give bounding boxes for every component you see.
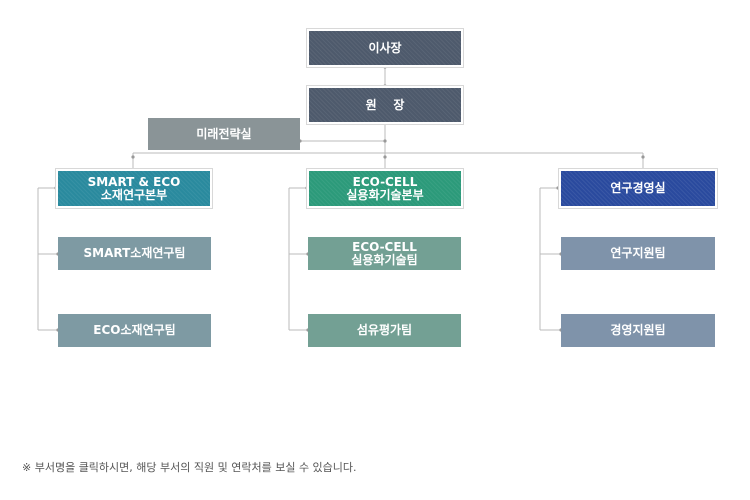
director-label: 원 장 — [365, 97, 405, 112]
team-research-support[interactable]: 연구지원팀 — [561, 237, 715, 270]
division-head-line1: SMART & ECO — [87, 174, 181, 189]
division-head-line2: 실용화기술본부 — [346, 187, 424, 202]
director-box[interactable]: 원 장 — [306, 85, 464, 125]
team-label: 연구지원팀 — [610, 246, 666, 260]
team-label: ECO소재연구팀 — [93, 323, 176, 337]
division-head-line1: 연구경영실 — [610, 181, 666, 195]
strategy-office-label: 미래전략실 — [196, 126, 252, 141]
team-label: 경영지원팀 — [610, 323, 666, 337]
team-smart-materials[interactable]: SMART소재연구팀 — [58, 237, 211, 270]
team-label: 섬유평가팀 — [356, 323, 413, 337]
team-textile-evaluation[interactable]: 섬유평가팀 — [308, 314, 461, 347]
team-eco-materials[interactable]: ECO소재연구팀 — [58, 314, 211, 347]
strategy-office-box[interactable]: 미래전략실 — [148, 118, 300, 150]
division-head-research-management[interactable]: 연구경영실 — [558, 168, 718, 209]
team-label: SMART소재연구팀 — [83, 246, 186, 260]
division-head-eco-cell[interactable]: ECO-CELL 실용화기술본부 — [306, 168, 464, 209]
team-label-line2: 실용화기술팀 — [351, 252, 418, 267]
team-label-line1: ECO-CELL — [352, 239, 417, 254]
team-eco-cell-practical[interactable]: ECO-CELL 실용화기술팀 — [308, 237, 461, 270]
division-head-line2: 소재연구본부 — [100, 187, 168, 202]
chairman-label: 이사장 — [368, 40, 402, 55]
footnote: ※ 부서명을 클릭하시면, 해당 부서의 직원 및 연락처를 보실 수 있습니다… — [22, 461, 357, 474]
team-management-support[interactable]: 경영지원팀 — [561, 314, 715, 347]
division-head-line1: ECO-CELL — [352, 174, 418, 189]
chairman-box[interactable]: 이사장 — [306, 28, 464, 68]
division-head-smart-eco[interactable]: SMART & ECO 소재연구본부 — [55, 168, 213, 209]
